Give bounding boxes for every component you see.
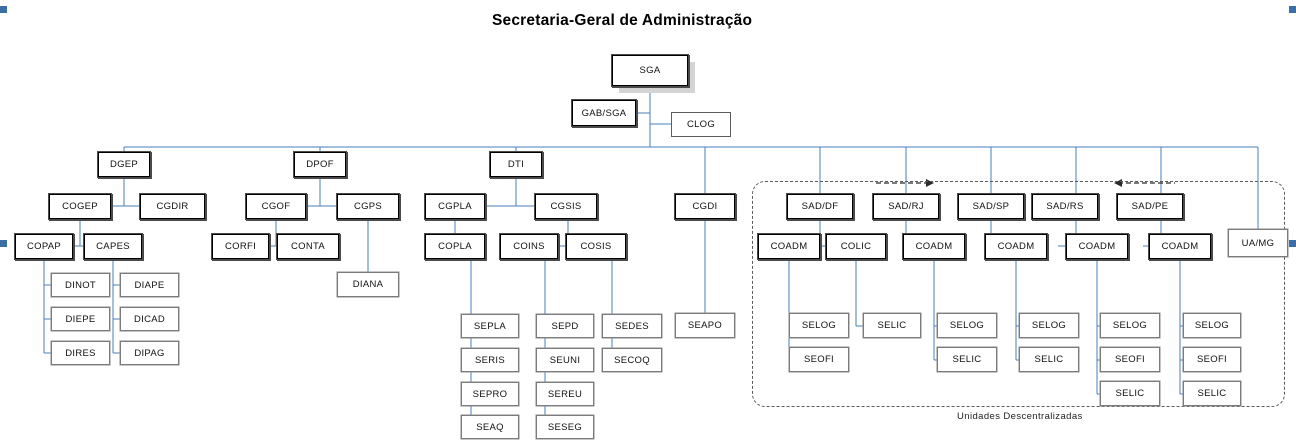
node-sad-df-selog[interactable]: SELOG — [789, 313, 849, 338]
node-sga[interactable]: SGA — [612, 55, 688, 86]
node-sad-rs-coadm[interactable]: COADM — [1066, 234, 1128, 259]
node-seuni[interactable]: SEUNI — [536, 348, 594, 372]
node-cgdir[interactable]: CGDIR — [140, 194, 205, 219]
unidades-descentralizadas-group — [752, 181, 1285, 407]
node-clog[interactable]: CLOG — [671, 112, 731, 137]
node-corfi[interactable]: CORFI — [212, 234, 269, 259]
node-sad-sp[interactable]: SAD/SP — [958, 194, 1024, 219]
node-sad-pe-selic[interactable]: SELIC — [1183, 381, 1241, 406]
node-sad-rs-seofi[interactable]: SEOFI — [1100, 347, 1160, 372]
node-diana[interactable]: DIANA — [337, 272, 399, 297]
node-sad-rj-coadm[interactable]: COADM — [903, 234, 965, 259]
node-sepla[interactable]: SEPLA — [461, 314, 519, 338]
node-cgdi[interactable]: CGDI — [675, 194, 735, 219]
node-sad-rs-selic[interactable]: SELIC — [1100, 381, 1160, 406]
node-copap[interactable]: COPAP — [15, 234, 73, 259]
node-dicad[interactable]: DICAD — [120, 307, 179, 331]
node-ua-mg[interactable]: UA/MG — [1228, 229, 1288, 257]
node-cogep[interactable]: COGEP — [49, 194, 111, 219]
node-sad-sp-selog[interactable]: SELOG — [1019, 313, 1079, 338]
node-diape[interactable]: DIAPE — [120, 273, 179, 297]
node-sad-pe-coadm[interactable]: COADM — [1149, 234, 1211, 259]
node-sepd[interactable]: SEPD — [536, 314, 594, 338]
node-seris[interactable]: SERIS — [461, 348, 519, 372]
group-label: Unidades Descentralizadas — [957, 411, 1083, 422]
selection-handle-middle-right[interactable] — [1289, 240, 1296, 247]
node-cgps[interactable]: CGPS — [337, 194, 399, 219]
node-cgsis[interactable]: CGSIS — [535, 194, 597, 219]
node-dpof[interactable]: DPOF — [294, 152, 346, 177]
node-copla[interactable]: COPLA — [425, 234, 485, 259]
node-sad-df-colic[interactable]: COLIC — [826, 234, 886, 259]
node-sedes[interactable]: SEDES — [602, 314, 662, 338]
node-dgep[interactable]: DGEP — [98, 152, 150, 177]
node-seapo[interactable]: SEAPO — [675, 313, 735, 338]
node-dipag[interactable]: DIPAG — [120, 341, 179, 365]
node-sepro[interactable]: SEPRO — [461, 382, 519, 406]
node-conta[interactable]: CONTA — [277, 234, 339, 259]
node-secoq[interactable]: SECOQ — [602, 348, 662, 372]
node-sad-pe-selog[interactable]: SELOG — [1183, 313, 1241, 338]
node-sereu[interactable]: SEREU — [536, 382, 594, 406]
node-dires[interactable]: DIRES — [51, 341, 110, 365]
node-capes[interactable]: CAPES — [84, 234, 142, 259]
node-sad-rj-selog[interactable]: SELOG — [937, 313, 997, 338]
node-sad-df-selic[interactable]: SELIC — [863, 313, 921, 338]
node-coins[interactable]: COINS — [500, 234, 558, 259]
node-cgpla[interactable]: CGPLA — [425, 194, 485, 219]
node-sad-pe-seofi[interactable]: SEOFI — [1183, 347, 1241, 372]
node-gab-sga[interactable]: GAB/SGA — [572, 100, 636, 126]
node-sad-sp-coadm[interactable]: COADM — [985, 234, 1047, 259]
node-diepe[interactable]: DIEPE — [51, 307, 110, 331]
node-sad-rj[interactable]: SAD/RJ — [873, 194, 939, 219]
selection-handle-middle-left[interactable] — [0, 240, 7, 247]
selection-handle-top-right[interactable] — [1289, 6, 1296, 13]
node-cosis[interactable]: COSIS — [566, 234, 626, 259]
node-sad-pe[interactable]: SAD/PE — [1117, 194, 1183, 219]
node-sad-sp-selic[interactable]: SELIC — [1019, 347, 1079, 372]
node-dinot[interactable]: DINOT — [51, 273, 110, 297]
node-sad-df-coadm[interactable]: COADM — [758, 234, 820, 259]
selection-handle-top-left[interactable] — [0, 6, 7, 13]
node-sad-df-seofi[interactable]: SEOFI — [789, 347, 849, 372]
node-sad-rs-selog[interactable]: SELOG — [1100, 313, 1160, 338]
page-title: Secretaria-Geral de Administração — [492, 12, 753, 29]
node-cgof[interactable]: CGOF — [246, 194, 306, 219]
node-sad-df[interactable]: SAD/DF — [787, 194, 853, 219]
node-sad-rj-selic[interactable]: SELIC — [937, 347, 997, 372]
node-dti[interactable]: DTI — [490, 152, 542, 177]
node-sad-rs[interactable]: SAD/RS — [1032, 194, 1098, 219]
node-seaq[interactable]: SEAQ — [461, 415, 519, 439]
node-seseg[interactable]: SESEG — [536, 415, 594, 439]
